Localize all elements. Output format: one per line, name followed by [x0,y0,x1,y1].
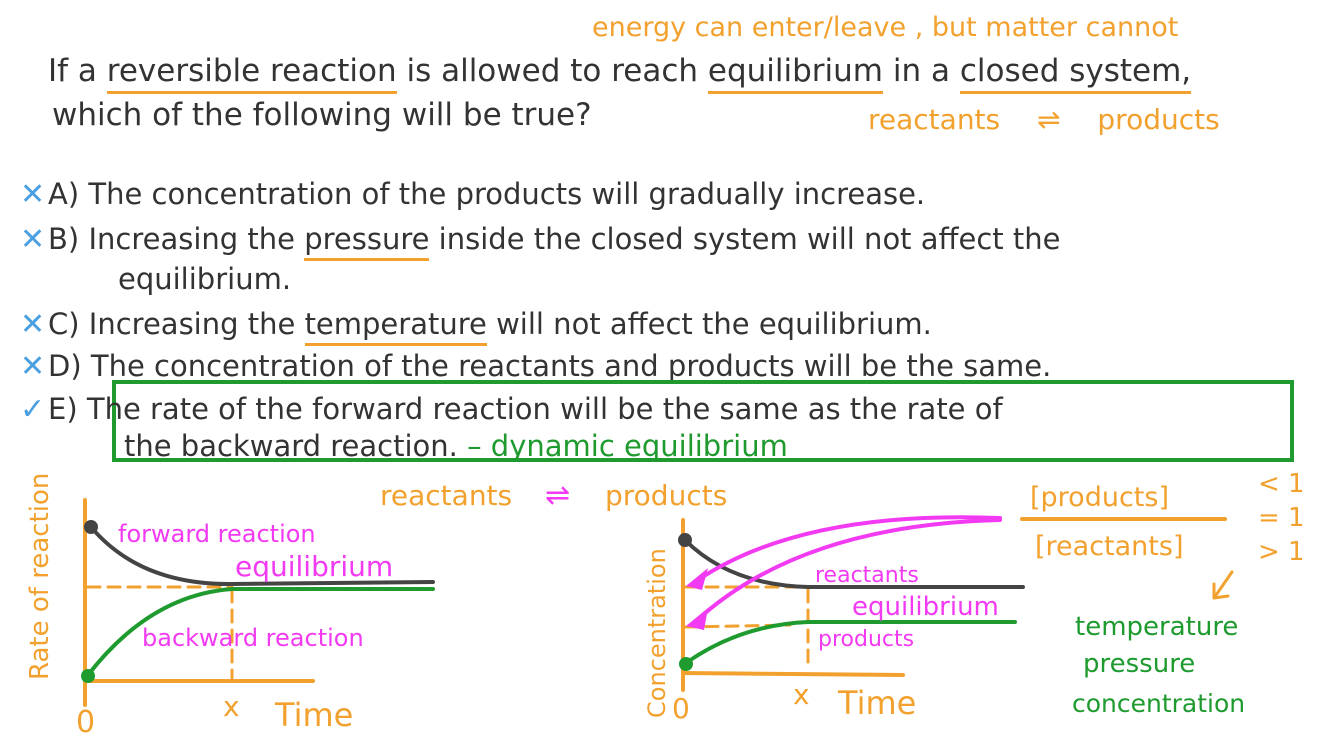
question-line-2: which of the following will be true? [52,97,592,133]
option-d[interactable]: D) The concentration of the reactants an… [48,352,1051,381]
x-axis-label: Time [274,696,353,734]
option-a[interactable]: A) The concentration of the products wil… [48,180,925,209]
equilibrium-label: equilibrium [235,550,393,583]
arrowhead-icon [686,568,708,590]
ratio-numerator: [products] [1030,482,1169,513]
reactants-label: reactants [868,103,1001,136]
forward-reaction-curve [89,525,435,587]
option-letter: E) [48,392,78,426]
x-axis [681,671,905,677]
y-axis-label: Concentration [643,548,671,718]
option-text: will not affect the equilibrium. [486,307,932,341]
option-c[interactable]: C) Increasing the temperature will not a… [48,307,932,346]
option-text: inside the closed system will not affect… [429,222,1061,256]
products-label: products [818,627,914,652]
text: in a [883,53,960,89]
reactants-products-note: reactants ⇌ products [868,106,1220,134]
products-label: products [1097,103,1220,136]
forward-start-point [84,520,98,534]
comparison-less: < 1 [1258,469,1305,499]
factor-concentration: concentration [1072,689,1245,718]
down-arrow-icon [1212,570,1234,600]
option-text: the backward reaction. [124,429,458,463]
products-start-point [679,657,693,671]
x-axis-label: Time [837,684,916,722]
products-title: products [605,479,727,512]
backward-reaction-curve [86,587,435,677]
question-line-1: If a reversible reaction is allowed to r… [48,53,1192,94]
option-letter: C) [48,307,80,341]
equilibrium-label: equilibrium [852,592,999,622]
ratio-arrow-products [693,518,1002,624]
x-mark-label: x [793,678,810,711]
option-text: The concentration of the reactants and p… [90,349,1052,383]
y-axis-label: Rate of reaction [25,473,55,680]
correct-answer-box [112,380,1294,462]
arrowhead-icon [686,608,708,630]
text: is allowed to reach [396,53,708,89]
underlined-term: equilibrium [707,53,884,94]
backward-reaction-label: backward reaction [142,624,364,652]
option-b[interactable]: B) Increasing the pressure inside the cl… [48,222,1061,261]
underlined-term: temperature [304,307,487,346]
reactants-curve [683,538,1025,589]
text: If a [48,53,107,89]
option-b-line-2: equilibrium. [118,262,292,296]
closed-system-note: energy can enter/leave , but matter cann… [592,12,1179,43]
option-text: Increasing the [88,222,305,256]
option-text: The concentration of the products will g… [88,177,926,211]
underlined-term: reversible reaction [106,53,397,94]
option-letter: D) [48,349,82,383]
factor-pressure: pressure [1083,649,1195,679]
wrong-mark-icon: ✕ [20,177,46,212]
comparison-equal: = 1 [1258,503,1305,533]
reversible-arrow-icon: ⇌ [545,478,570,513]
reactants-title: reactants [380,479,512,512]
option-e-line-2: the backward reaction. – dynamic equilib… [124,432,788,461]
ratio-arrow-reactants [693,515,1002,584]
dynamic-equilibrium-note: – dynamic equilibrium [467,429,788,463]
wrong-mark-icon: ✕ [20,349,46,384]
option-letter: A) [48,177,80,211]
x-mark-label: x [223,690,240,723]
rate-graph: Rate of reaction Time 0 x forward reacti… [25,473,435,740]
underlined-term: pressure [304,222,430,261]
option-text: The rate of the forward reaction will be… [86,392,1003,426]
equilibrium-arrow-icon: ⇌ [1037,103,1061,136]
ratio-denominator: [reactants] [1035,531,1183,562]
products-curve [684,620,1017,665]
option-text: Increasing the [88,307,305,341]
wrong-mark-icon: ✕ [20,222,46,257]
option-letter: B) [48,222,80,256]
factor-temperature: temperature [1075,612,1238,642]
option-e[interactable]: E) The rate of the forward reaction will… [48,395,1003,424]
comparison-greater: > 1 [1258,537,1305,567]
forward-reaction-label: forward reaction [118,520,316,548]
reactants-label: reactants [815,563,919,588]
check-mark-icon: ✓ [20,392,46,427]
origin-label: 0 [672,692,690,725]
reactants-start-point [678,533,692,547]
concentration-graph: reactants ⇌ products Concentration Time … [380,478,1025,725]
backward-start-point [81,669,95,683]
equilibrium-ratio: [products] [reactants] < 1 = 1 > 1 tempe… [1020,469,1305,718]
underlined-term: closed system, [959,53,1192,94]
origin-label: 0 [76,705,95,740]
wrong-mark-icon: ✕ [20,307,46,342]
